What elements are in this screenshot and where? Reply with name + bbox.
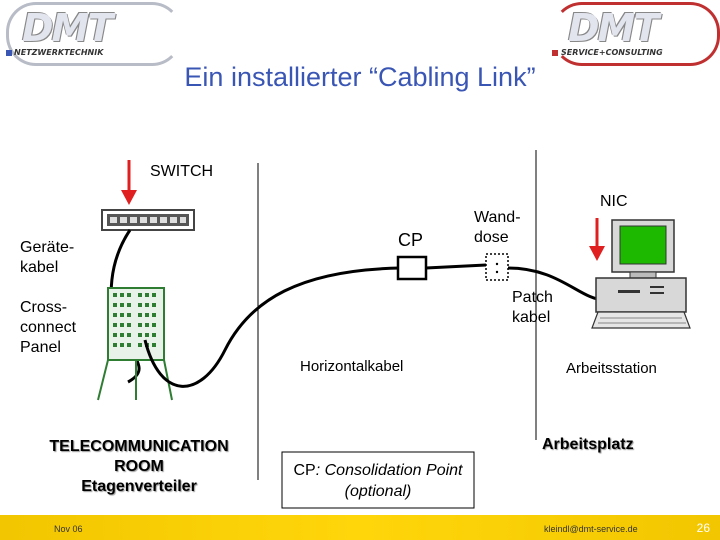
footer-email: kleindl@dmt-service.de	[544, 524, 638, 534]
footer-date: Nov 06	[54, 524, 83, 534]
label-geraetekabel-line2: kabel	[20, 259, 59, 276]
logo-left-square-icon	[6, 50, 12, 56]
cp-box-icon	[396, 255, 428, 281]
label-crossconnect: Cross- connect Panel	[20, 298, 76, 358]
label-crossconnect-line3: Panel	[20, 339, 61, 356]
footer-bar: Nov 06 kleindl@dmt-service.de 26	[0, 515, 720, 540]
label-telecom-line3: Etagenverteiler	[81, 478, 197, 495]
footer-page-number: 26	[696, 521, 710, 535]
logo-right-tagline: SERVICE+CONSULTING	[561, 48, 663, 57]
label-nic: NIC	[600, 193, 628, 210]
arrow-switch-icon	[121, 160, 137, 205]
crossconnect-rack-icon	[97, 287, 173, 401]
cp-note-optional: (optional)	[344, 483, 412, 500]
label-crossconnect-line1: Cross-	[20, 299, 68, 316]
label-geraetekabel: Geräte- kabel	[20, 238, 74, 278]
switch-icon	[101, 209, 195, 231]
logo-right-square-icon	[552, 50, 558, 56]
label-arbeitsstation: Arbeitsstation	[566, 360, 657, 377]
label-horizontalkabel: Horizontalkabel	[300, 358, 404, 375]
label-cp: CP	[398, 230, 424, 250]
logo-right-brand: DMT	[568, 6, 659, 50]
logo-right-swoosh	[552, 2, 720, 66]
label-wanddose-line2: dose	[474, 229, 509, 246]
label-wanddose: Wand- dose	[474, 208, 521, 248]
wall-outlet-icon	[485, 253, 509, 281]
label-crossconnect-line2: connect	[20, 319, 77, 336]
label-switch: SWITCH	[150, 163, 214, 180]
label-telecom-line2: ROOM	[114, 458, 164, 475]
logo-left-tagline: NETZWERKTECHNIK	[14, 48, 104, 57]
page-title: Ein installierter “Cabling Link”	[184, 62, 536, 92]
label-patchkabel: Patch kabel	[512, 288, 553, 328]
arrow-nic-icon	[589, 218, 605, 261]
label-arbeitsplatz: Arbeitsplatz	[542, 436, 634, 453]
logo-left-brand: DMT	[22, 6, 113, 50]
cp-note-line1: CP: Consolidation Point	[282, 460, 474, 481]
cp-note-box	[281, 451, 475, 509]
label-patchkabel-line1: Patch	[512, 289, 553, 306]
label-telecom: TELECOMMUNICATION ROOM Etagenverteiler	[20, 437, 258, 497]
logo-left-swoosh	[6, 2, 182, 66]
label-telecom-line1: TELECOMMUNICATION	[49, 438, 229, 455]
cp-note-text: : Consolidation Point	[315, 462, 463, 479]
workstation-icon	[591, 219, 691, 329]
horizontal-cable	[143, 266, 401, 388]
cp-note: CP: Consolidation Point (optional)	[282, 460, 474, 502]
diagram-canvas	[97, 150, 691, 509]
label-patchkabel-line2: kabel	[512, 309, 551, 326]
cp-note-line2: (optional)	[282, 481, 474, 502]
cp-note-bold: CP	[293, 462, 316, 479]
label-wanddose-line1: Wand-	[474, 209, 521, 226]
label-geraetekabel-line1: Geräte-	[20, 239, 75, 256]
